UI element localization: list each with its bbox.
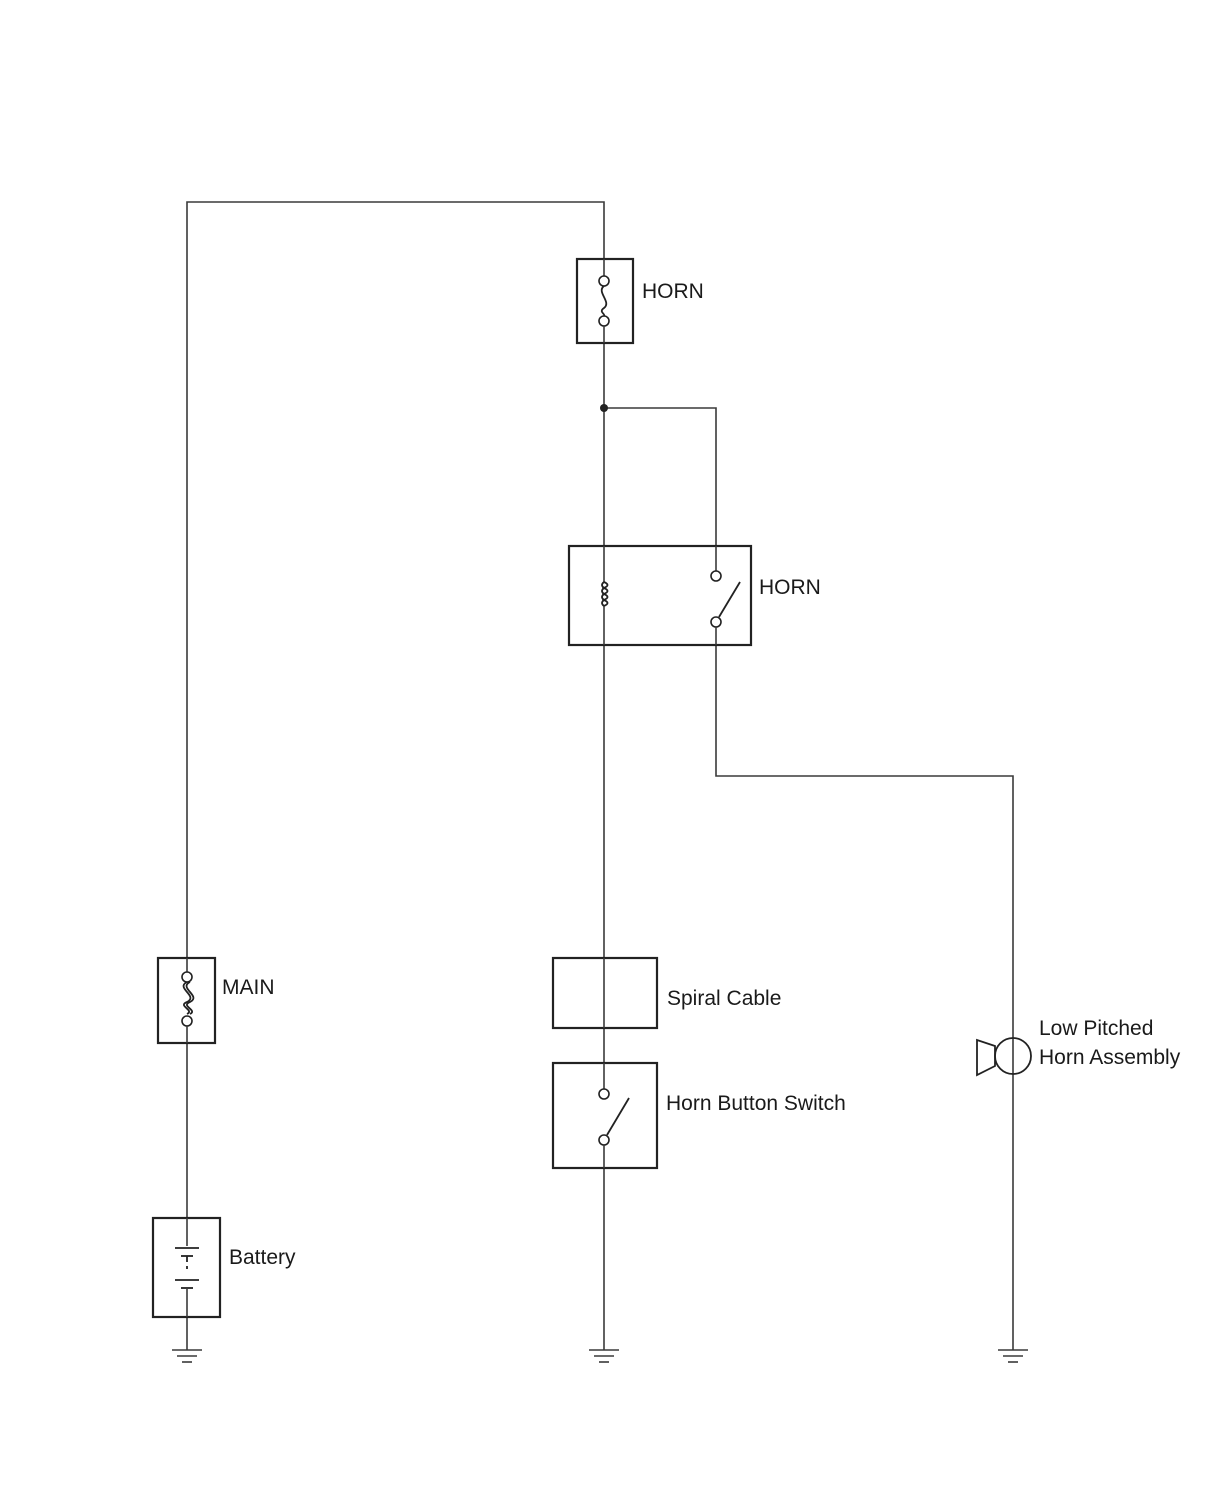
- horn-assembly-label-line1: Low Pitched: [1039, 1017, 1153, 1040]
- junction-dot: [600, 404, 608, 412]
- battery: [151, 1216, 222, 1319]
- wires: [186, 201, 1014, 1350]
- relay-horn-label: HORN: [759, 576, 821, 599]
- fuse-main: [156, 956, 217, 1045]
- fuse-main-label: MAIN: [222, 976, 275, 999]
- horn-button-switch-label: Horn Button Switch: [666, 1092, 846, 1115]
- ground-right-icon: [998, 1349, 1028, 1363]
- horn-speaker-icon: [976, 1037, 1032, 1077]
- spiral-cable: [551, 956, 659, 1030]
- fuse-horn-label: HORN: [642, 280, 704, 303]
- battery-label: Battery: [229, 1246, 296, 1269]
- relay-horn: [567, 544, 753, 647]
- wire-relay-to-horn: [715, 627, 1014, 1350]
- wire-junction-to-relay-switch: [604, 407, 717, 570]
- wire-top-loop: [186, 201, 605, 975]
- ground-middle-icon: [589, 1349, 619, 1363]
- ground-left-icon: [172, 1349, 202, 1363]
- fuse-horn: [575, 257, 635, 345]
- spiral-cable-label: Spiral Cable: [667, 987, 781, 1010]
- horn-button-switch: [551, 1061, 659, 1170]
- horn-assembly-label-line2: Horn Assembly: [1039, 1046, 1181, 1069]
